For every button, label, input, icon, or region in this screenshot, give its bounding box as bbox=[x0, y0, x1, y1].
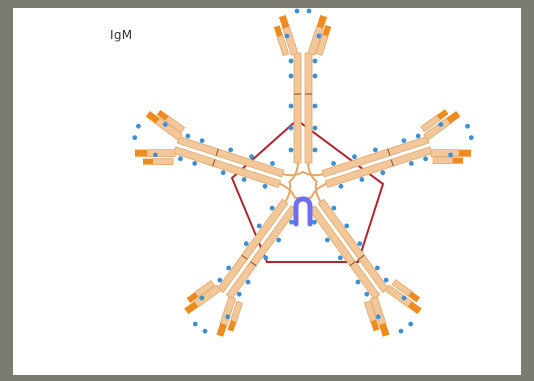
variable-region-tip bbox=[279, 15, 289, 29]
glycan-icon bbox=[295, 9, 300, 14]
glycan-icon bbox=[317, 34, 322, 39]
glycan-icon bbox=[465, 123, 471, 129]
glycan-icon bbox=[313, 59, 318, 64]
heavy-chain bbox=[218, 199, 288, 292]
heavy-chain bbox=[305, 53, 312, 163]
monomer-group bbox=[125, 9, 482, 349]
heavy-chain bbox=[318, 199, 388, 292]
glycan-icon bbox=[398, 328, 405, 335]
variable-region-tip bbox=[228, 320, 237, 331]
variable-region-tip bbox=[217, 323, 227, 337]
tail-piece bbox=[289, 163, 298, 182]
variable-region-tip bbox=[459, 150, 471, 157]
igm-monomer-1 bbox=[297, 101, 481, 214]
glycan-icon bbox=[202, 328, 209, 335]
j-chain-icon bbox=[296, 199, 310, 224]
glycan-icon bbox=[289, 74, 294, 79]
variable-region-tip bbox=[379, 323, 389, 337]
glycan-icon bbox=[313, 126, 318, 131]
tail-piece bbox=[308, 163, 317, 182]
glycan-icon bbox=[285, 34, 290, 39]
glycan-icon bbox=[289, 59, 294, 64]
glycan-icon bbox=[132, 135, 138, 141]
glycan-icon bbox=[289, 104, 294, 109]
glycan-icon bbox=[313, 74, 318, 79]
variable-region-tip bbox=[135, 150, 147, 157]
heavy-chain bbox=[309, 206, 379, 299]
variable-region-tip bbox=[453, 158, 463, 164]
variable-region-tip bbox=[143, 159, 153, 165]
igm-monomer-4 bbox=[125, 102, 309, 215]
glycan-icon bbox=[468, 135, 474, 141]
fab-heavy-chain bbox=[147, 150, 175, 157]
variable-region-tip bbox=[274, 25, 283, 36]
glycan-icon bbox=[135, 123, 141, 129]
tail-piece bbox=[277, 184, 298, 198]
glycan-icon bbox=[407, 321, 414, 328]
glycan-icon bbox=[307, 9, 312, 14]
glycan-icon bbox=[289, 126, 294, 131]
glycan-icon bbox=[313, 148, 318, 153]
tail-piece bbox=[308, 184, 329, 198]
glycan-icon bbox=[313, 104, 318, 109]
igm-monomer-0 bbox=[271, 9, 333, 182]
glycan-icon bbox=[192, 321, 199, 328]
light-chain bbox=[153, 159, 173, 165]
heavy-chain bbox=[226, 206, 296, 299]
heavy-chain bbox=[294, 53, 301, 163]
fab-heavy-chain bbox=[431, 150, 459, 157]
glycan-icon bbox=[289, 148, 294, 153]
light-chain bbox=[433, 158, 453, 164]
